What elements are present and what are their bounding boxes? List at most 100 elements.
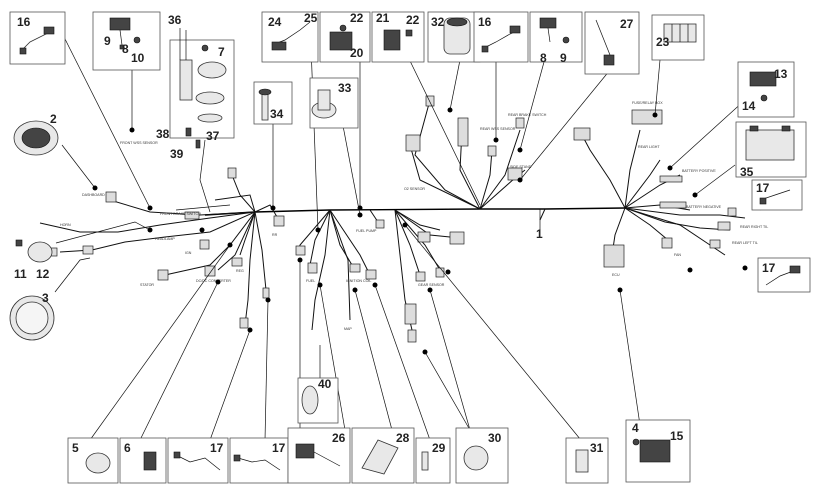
- part-number-17a: 17: [756, 181, 770, 195]
- part-3-headlamp: 3: [9, 291, 55, 341]
- part-16-sensor-box-2: 16: [473, 11, 529, 63]
- part-17-right-upper-box: 17: [751, 179, 803, 211]
- part-number-17b: 17: [762, 261, 776, 275]
- part-34-box: 34: [253, 81, 293, 125]
- part-number-16b: 16: [478, 15, 492, 29]
- label-dcdc: DC/DC CONVERTER: [196, 279, 231, 283]
- label-dashboard: DASHBOARD: [82, 193, 105, 197]
- part-number-22b: 22: [406, 13, 420, 27]
- part-number-4: 4: [632, 421, 639, 435]
- part-number-27: 27: [620, 17, 634, 31]
- label-ecu: ECU: [612, 273, 620, 277]
- part-number-13: 13: [774, 67, 788, 81]
- label-gear: GEAR SENSOR: [418, 283, 445, 287]
- harness-branches: [39, 99, 746, 331]
- label-rear-right: REAR RIGHT TIL: [740, 225, 768, 229]
- part-number-9: 9: [104, 34, 111, 48]
- part-11-12-horn: 11 12: [14, 239, 53, 281]
- part-number-7: 7: [218, 45, 225, 59]
- part-number-28: 28: [396, 431, 410, 445]
- part-4-15-box: 4 15: [625, 419, 691, 483]
- part-number-3: 3: [42, 291, 49, 305]
- part-29-box: 29: [415, 437, 451, 484]
- label-front-wss: FRONT WSS SENSOR: [120, 141, 158, 145]
- part-number-34: 34: [270, 107, 284, 121]
- part-30-box: 30: [455, 427, 509, 484]
- part-33-box: 33: [309, 77, 359, 129]
- part-number-26: 26: [332, 431, 346, 445]
- harness-connectors: [46, 95, 737, 343]
- harness-labels: DASHBOARD FRONT WSS SENSOR FRONT BRAKE S…: [60, 101, 768, 331]
- part-number-30: 30: [488, 431, 502, 445]
- part-number-37: 37: [206, 129, 220, 143]
- part-number-9b: 9: [560, 51, 567, 65]
- part-number-32: 32: [431, 15, 445, 29]
- part-number-25: 25: [304, 11, 318, 25]
- part-7-ignition-switch-box: 36 7 38 37 39: [156, 13, 235, 161]
- part-16-sensor-box: 16: [9, 11, 66, 65]
- label-map: MAP: [344, 327, 352, 331]
- part-26-box: 26: [287, 427, 351, 484]
- part-number-11: 11: [14, 267, 27, 281]
- label-battery-pos: BATTERY POSITIVE: [682, 169, 716, 173]
- part-27-box: 27: [584, 11, 640, 75]
- label-relay-box: FUSE/RELAY BOX: [632, 101, 663, 105]
- part-23-fuse-box: 23: [651, 14, 705, 61]
- part-40-box: 40: [297, 377, 339, 424]
- part-17-bottom-box-2: 17: [229, 437, 289, 484]
- part-35-battery-box: 35: [735, 121, 807, 179]
- part-number-21: 21: [376, 11, 390, 25]
- part-number-12: 12: [36, 267, 50, 281]
- leader-lines: [54, 19, 779, 446]
- part-number-1: 1: [536, 227, 543, 241]
- part-24-25-box: 24 25: [261, 11, 319, 63]
- part-number-33: 33: [338, 81, 352, 95]
- label-stator: STATOR: [140, 283, 154, 287]
- label-o2: O2 SENSOR: [404, 187, 425, 191]
- part-number-39: 39: [170, 147, 184, 161]
- part-9-8-10-box: 9 8 10: [92, 11, 161, 71]
- part-number-14: 14: [742, 99, 756, 113]
- label-fan: FAN: [674, 253, 681, 257]
- label-rear-light: REAR LIGHT: [638, 145, 660, 149]
- part-1-harness: 1: [536, 227, 543, 241]
- part-number-36: 36: [168, 13, 182, 27]
- part-28-box: 28: [351, 427, 415, 484]
- label-side-stand: SIDE STAND: [510, 165, 532, 169]
- part-number-29: 29: [432, 441, 446, 455]
- label-front-brake: FRONT BRAKE SWITCH: [160, 212, 201, 216]
- part-number-8b: 8: [540, 51, 547, 65]
- part-6-box: 6: [119, 437, 167, 484]
- label-ign: IGN: [185, 251, 192, 255]
- label-rear-left: REAR LEFT TIL: [732, 241, 758, 245]
- label-rr: RR: [272, 233, 278, 237]
- part-32-box: 32: [427, 11, 481, 63]
- part-number-40: 40: [318, 377, 332, 391]
- label-rear-wss: REAR WSS SENSOR: [480, 127, 516, 131]
- part-2-dashboard: 2: [13, 112, 59, 156]
- part-number-24: 24: [268, 15, 282, 29]
- part-8-9-box-2: 8 9: [529, 11, 583, 65]
- label-ignition-coil: IGNITION COIL: [346, 279, 371, 283]
- part-5-box: 5: [67, 437, 119, 484]
- part-21-22-box: 21 22: [371, 11, 425, 63]
- label-fuel: FUEL: [306, 279, 315, 283]
- part-number-35: 35: [740, 165, 754, 179]
- part-number-10: 10: [131, 51, 145, 65]
- label-headlamp: HEADLAMP: [155, 237, 175, 241]
- part-number-8: 8: [122, 42, 129, 56]
- label-battery-neg: BATTERY NEGATIVE: [686, 205, 722, 209]
- part-17-right-lower-box: 17: [757, 257, 811, 293]
- label-reg: REG: [236, 269, 244, 273]
- main-harness-trunk: [204, 207, 626, 216]
- part-number-2: 2: [50, 112, 57, 126]
- part-number-31: 31: [590, 441, 604, 455]
- part-number-22: 22: [350, 11, 364, 25]
- label-rear-brake: REAR BRAKE SWITCH: [508, 113, 547, 117]
- part-number-17c: 17: [210, 441, 224, 455]
- part-number-23: 23: [656, 35, 670, 49]
- part-number-6: 6: [124, 441, 131, 455]
- part-number-17d: 17: [272, 441, 286, 455]
- part-number-15: 15: [670, 429, 684, 443]
